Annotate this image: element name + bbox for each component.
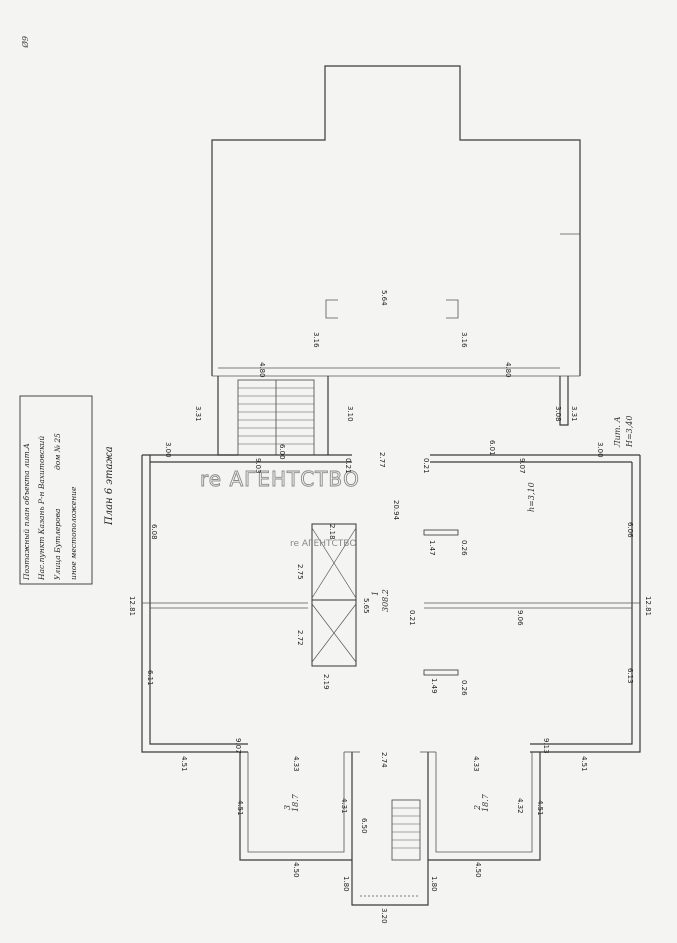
lower-corridor <box>351 860 429 906</box>
dim-4-50-right: 4.50 <box>474 862 482 878</box>
room-2-number: 2 <box>473 805 482 811</box>
dim-3-20: 3.20 <box>380 908 388 924</box>
dim-6-06: 6.06 <box>626 522 634 538</box>
dim-1-49: 1.49 <box>430 678 438 694</box>
dim-9-03: 9.03 <box>254 458 262 474</box>
main-left-wall <box>141 455 248 753</box>
main-right-wall-inner <box>530 462 633 745</box>
dim-4-51-a: 4.51 <box>180 756 188 772</box>
watermark-large: re АГЕНТСТВО <box>200 467 360 491</box>
dim-2-75: 2.75 <box>296 564 304 580</box>
dim-0-21-c: 0.21 <box>408 610 416 626</box>
dim-3-31-right: 3.31 <box>570 406 578 422</box>
dim-12-81-left: 12.81 <box>128 596 136 616</box>
dimension-labels: 5.64 3.16 3.16 4.80 4.80 3.31 3.10 3.08 … <box>128 290 652 924</box>
dim-6-00: 6.00 <box>278 444 286 460</box>
right-link-wall <box>559 376 569 426</box>
lower-staircase <box>391 799 421 861</box>
dim-5-64: 5.64 <box>380 290 388 306</box>
dim-3-00-right: 3.00 <box>596 442 604 458</box>
main-left-wall-inner <box>149 455 248 745</box>
dim-20-94: 20.94 <box>392 500 400 521</box>
room-3-area: 18.7 <box>291 793 300 812</box>
floor-title: План 6 этажа <box>104 446 115 526</box>
annex-outline <box>211 65 581 376</box>
bracket-right <box>446 299 459 319</box>
dim-4-51-b: 4.51 <box>580 756 588 772</box>
dim-2-74: 2.74 <box>380 752 388 768</box>
dim-9-07-top: 9.07 <box>518 458 526 474</box>
dim-4-51-c: 4.51 <box>236 800 244 816</box>
dim-6-50: 6.50 <box>360 818 368 834</box>
dim-4-33-b: 4.33 <box>472 756 480 772</box>
room-3-number: 3 <box>283 805 292 810</box>
dim-3-31-left: 3.31 <box>194 406 202 422</box>
dim-4-51-d: 4.51 <box>536 800 544 816</box>
dim-6-11: 6.11 <box>146 670 154 686</box>
dim-5-65: 5.65 <box>362 598 370 614</box>
upper-staircase <box>237 379 315 456</box>
dim-0-21-a: 0.21 <box>344 458 352 474</box>
dim-2-19: 2.19 <box>322 674 330 690</box>
dim-4-80-right: 4.80 <box>504 362 512 378</box>
dim-0-26-b: 0.26 <box>460 680 468 696</box>
dim-4-50-left: 4.50 <box>292 862 300 878</box>
column-top <box>423 529 459 536</box>
dim-3-16-left: 3.16 <box>312 332 320 348</box>
dim-9-13: 9.13 <box>542 738 550 754</box>
dim-6-01: 6.01 <box>488 440 496 456</box>
dim-6-13: 6.13 <box>626 668 634 684</box>
title-line-4: иное местоположение <box>69 486 78 580</box>
main-right-wall <box>530 455 641 753</box>
dim-1-47: 1.47 <box>428 540 436 556</box>
room-1-area: 308.2 <box>381 589 390 612</box>
ceiling-height-note: h=3,10 <box>527 482 536 512</box>
watermark-small: re АГЕНТСТВО <box>290 539 357 549</box>
dim-0-26-a: 0.26 <box>460 540 468 556</box>
room-2-area: 18.7 <box>481 793 490 812</box>
room-1-number: 1 <box>371 591 380 596</box>
elevator-shafts <box>311 523 357 667</box>
dim-2-72: 2.72 <box>296 630 304 646</box>
title-line-2: Нас.пункт Казань Р-н Вахитовский <box>37 436 46 581</box>
stair-left-wall <box>217 376 238 456</box>
dim-4-32: 4.32 <box>516 798 524 814</box>
dim-4-33: 4.33 <box>292 756 300 772</box>
dim-4-80-left: 4.80 <box>258 362 266 378</box>
dim-1-80-right: 1.80 <box>430 876 438 892</box>
title-line-1: Поэтажный план объекта лит.А <box>22 443 31 581</box>
dim-3-10: 3.10 <box>346 406 354 422</box>
dim-9-06: 9.06 <box>516 610 524 626</box>
room-2-inner <box>435 752 533 853</box>
dim-3-00-left: 3.00 <box>164 442 172 458</box>
title-line-3-street: Улица Бутлерова <box>53 509 62 580</box>
lit-note-2: Н=3,40 <box>625 416 634 449</box>
dim-12-81-right: 12.81 <box>644 596 652 616</box>
dim-6-08: 6.08 <box>150 524 158 540</box>
dim-1-80-left: 1.80 <box>342 876 350 892</box>
dim-4-31: 4.31 <box>340 798 348 814</box>
dim-3-16-right: 3.16 <box>460 332 468 348</box>
dim-9-07-bot: 9.07 <box>234 738 242 754</box>
bracket-left <box>325 299 338 319</box>
dim-3-08: 3.08 <box>554 406 562 422</box>
dim-0-21-b: 0.21 <box>422 458 430 474</box>
title-line-3-house: дом № 25 <box>53 433 62 470</box>
corner-mark: 6Ø <box>20 36 29 48</box>
dim-2-77: 2.77 <box>378 452 386 468</box>
room-3-inner <box>247 752 345 853</box>
lit-note-1: Лит. А <box>613 416 622 448</box>
column-bottom <box>423 669 459 676</box>
title-block-frame <box>19 395 93 585</box>
dim-2-18: 2.18 <box>328 524 336 540</box>
room-3-outer <box>239 752 353 861</box>
room-2-outer <box>427 752 541 861</box>
